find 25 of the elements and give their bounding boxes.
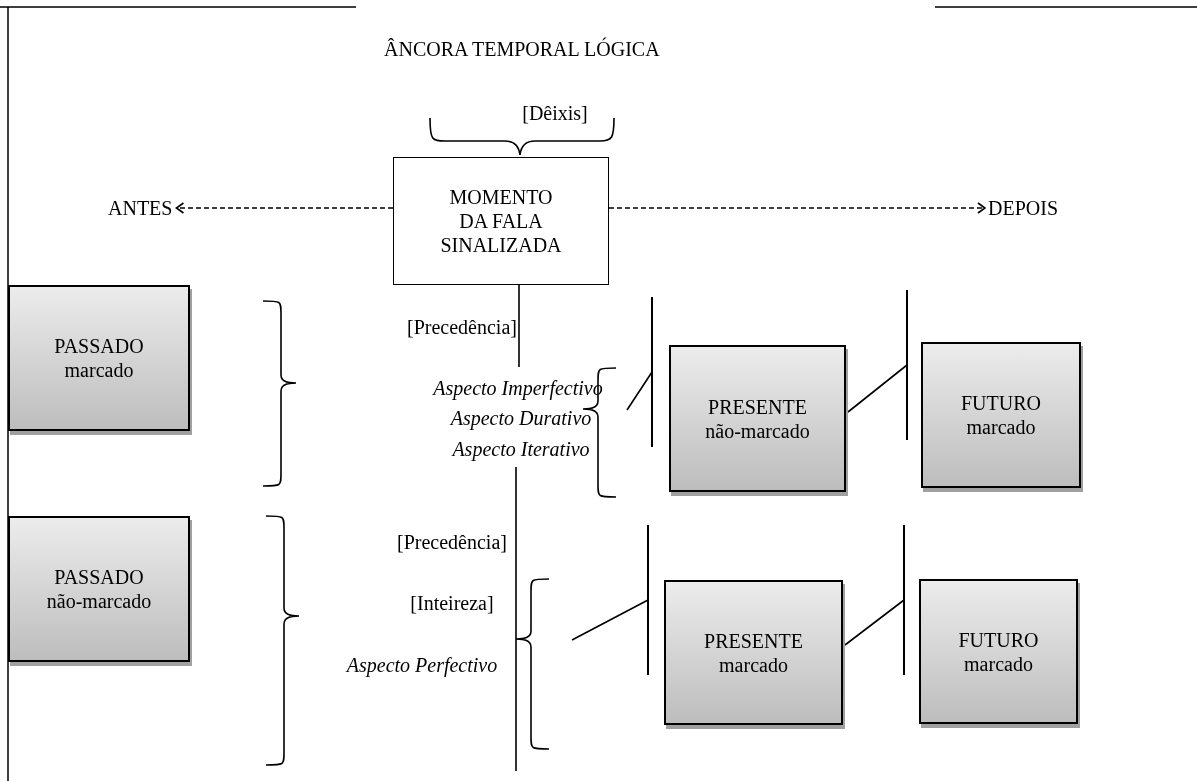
diagram-title: ÂNCORA TEMPORAL LÓGICA — [384, 38, 660, 61]
feature-label: [Precedência] — [397, 531, 507, 554]
box-label: FUTURO marcado — [960, 391, 1042, 439]
box-label: PASSADO não-marcado — [45, 565, 153, 613]
direction-label: ANTES — [108, 195, 173, 221]
connector-line — [847, 289, 908, 441]
box-label: MOMENTO DA FALA SINALIZADA — [439, 185, 563, 257]
dashed-arrow — [608, 202, 986, 214]
aspect-label: Aspecto Durativo — [450, 407, 592, 430]
aspect-label: Aspecto Iterativo — [452, 438, 590, 461]
connector-line — [571, 524, 649, 676]
direction-label: DEPOIS — [988, 195, 1058, 221]
feature-label: [Inteireza] — [410, 592, 494, 615]
box-label: PRESENTE marcado — [703, 628, 804, 677]
box-label: FUTURO marcado — [957, 627, 1040, 676]
feature-label: [Dêixis] — [522, 102, 588, 125]
feature-label: [Precedência] — [407, 316, 517, 339]
dashed-arrow — [175, 202, 394, 214]
aspect-label: Aspecto Perfectivo — [346, 654, 498, 677]
connector-line — [844, 524, 905, 676]
box-label: PASSADO marcado — [53, 334, 145, 382]
box-label: PRESENTE não-marcado — [704, 394, 811, 443]
connector-line — [515, 284, 520, 772]
process-box — [393, 157, 609, 285]
connector-line — [626, 296, 653, 448]
